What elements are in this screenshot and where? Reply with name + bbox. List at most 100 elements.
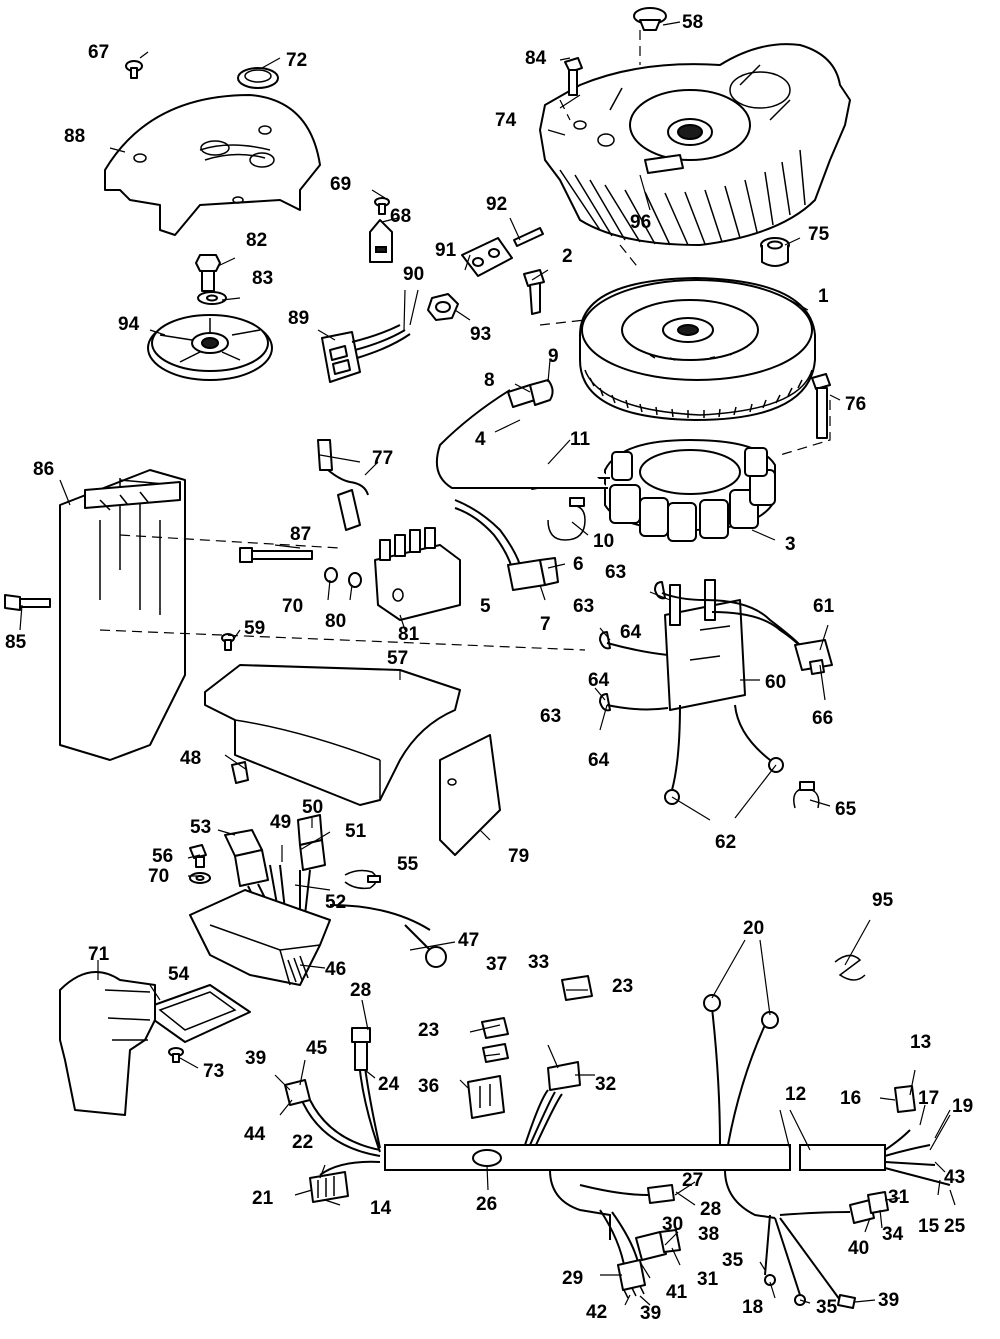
callout-82: 82 — [246, 230, 267, 251]
callout-35-b: 35 — [816, 1297, 838, 1318]
callout-5: 5 — [480, 596, 491, 617]
callout-63-a: 63 — [605, 562, 626, 583]
wiring-49-52 — [269, 864, 447, 968]
callout-79: 79 — [508, 846, 529, 867]
callout-33: 33 — [528, 952, 549, 973]
callout-81: 81 — [398, 624, 420, 645]
leader-lines — [19, 21, 956, 1306]
callout-32: 32 — [595, 1074, 616, 1095]
callout-67: 67 — [88, 42, 109, 63]
callout-6: 6 — [573, 554, 584, 575]
clip-55 — [344, 869, 381, 890]
callout-47: 47 — [458, 930, 479, 951]
ground-leads — [664, 704, 784, 805]
callout-72: 72 — [286, 50, 307, 71]
connector-39-left — [284, 1079, 311, 1106]
callout-56: 56 — [152, 846, 173, 867]
callout-57: 57 — [387, 648, 408, 669]
callout-83: 83 — [252, 268, 273, 289]
harness-terminals — [703, 994, 856, 1309]
connector-32 — [547, 1061, 581, 1091]
connector-16 — [894, 1085, 916, 1113]
callout-8: 8 — [484, 370, 495, 391]
callout-1: 1 — [818, 286, 829, 307]
callout-77: 77 — [372, 448, 393, 469]
callout-73: 73 — [203, 1061, 224, 1082]
callout-63-c: 63 — [540, 706, 561, 727]
callout-37: 37 — [486, 954, 507, 975]
washer-70-lower — [189, 872, 211, 884]
connector-24 — [351, 1027, 371, 1071]
screw-2 — [523, 269, 545, 315]
callout-23-a: 23 — [612, 976, 633, 997]
callout-74: 74 — [495, 110, 517, 131]
callout-71: 71 — [88, 944, 110, 965]
callout-41: 41 — [666, 1282, 688, 1303]
callout-26: 26 — [476, 1194, 497, 1215]
callout-15: 15 — [918, 1216, 940, 1237]
connector-36-fuse — [467, 1017, 509, 1119]
callout-76: 76 — [845, 394, 866, 415]
connector-91 — [461, 237, 513, 277]
callout-30: 30 — [662, 1214, 683, 1235]
callout-18: 18 — [742, 1297, 763, 1318]
callout-93: 93 — [470, 324, 491, 345]
callout-95: 95 — [872, 890, 894, 911]
callout-38: 38 — [698, 1224, 719, 1245]
screw-69 — [374, 197, 390, 215]
clip-95 — [834, 954, 866, 981]
callout-13: 13 — [910, 1032, 931, 1053]
flywheel — [579, 277, 816, 421]
callout-88: 88 — [64, 126, 85, 147]
callout-17: 17 — [918, 1088, 939, 1109]
cover-71 — [59, 971, 156, 1116]
bushing-75 — [760, 237, 790, 267]
callout-34: 34 — [882, 1224, 904, 1245]
callout-49: 49 — [270, 812, 291, 833]
callout-21: 21 — [252, 1188, 274, 1209]
callout-84: 84 — [525, 48, 547, 69]
callout-40: 40 — [848, 1238, 869, 1259]
callout-2: 2 — [562, 246, 573, 267]
screw-73 — [168, 1047, 184, 1063]
gasket — [139, 984, 251, 1043]
cover-plate — [104, 94, 321, 236]
callout-31-a: 31 — [888, 1187, 910, 1208]
rectifier — [189, 889, 331, 986]
callout-58: 58 — [682, 12, 703, 33]
callout-12: 12 — [785, 1084, 806, 1105]
callout-3: 3 — [785, 534, 796, 555]
callout-51: 51 — [345, 821, 367, 842]
callout-23-b: 23 — [418, 1020, 439, 1041]
callout-63-b: 63 — [573, 596, 594, 617]
callout-22: 22 — [292, 1132, 313, 1153]
screw-84 — [564, 57, 583, 96]
bolt-56 — [189, 844, 207, 868]
callout-64-b: 64 — [588, 670, 610, 691]
callout-66: 66 — [812, 708, 833, 729]
callout-64-a: 64 — [620, 622, 642, 643]
washer-70-upper — [324, 567, 338, 583]
cap-58 — [633, 7, 667, 31]
callout-36: 36 — [418, 1076, 439, 1097]
callout-64-c: 64 — [588, 750, 610, 771]
clip-65 — [793, 781, 820, 809]
callout-16: 16 — [840, 1088, 861, 1109]
screw-76 — [811, 373, 831, 439]
ignition-coil — [374, 527, 461, 621]
callout-20: 20 — [743, 918, 764, 939]
rubber-plug — [237, 67, 279, 89]
callout-55: 55 — [397, 854, 419, 875]
callout-39-b: 39 — [640, 1303, 661, 1324]
cover-plate-79 — [439, 734, 501, 856]
callout-86: 86 — [33, 459, 54, 480]
callout-39-c: 39 — [878, 1290, 899, 1311]
spark-plug-lead — [317, 439, 369, 531]
trigger-module — [664, 579, 805, 711]
callout-69: 69 — [330, 174, 351, 195]
connector-29-42 — [617, 1259, 646, 1299]
callout-48: 48 — [180, 748, 201, 769]
callout-54: 54 — [168, 964, 190, 985]
washer-83 — [197, 291, 227, 305]
